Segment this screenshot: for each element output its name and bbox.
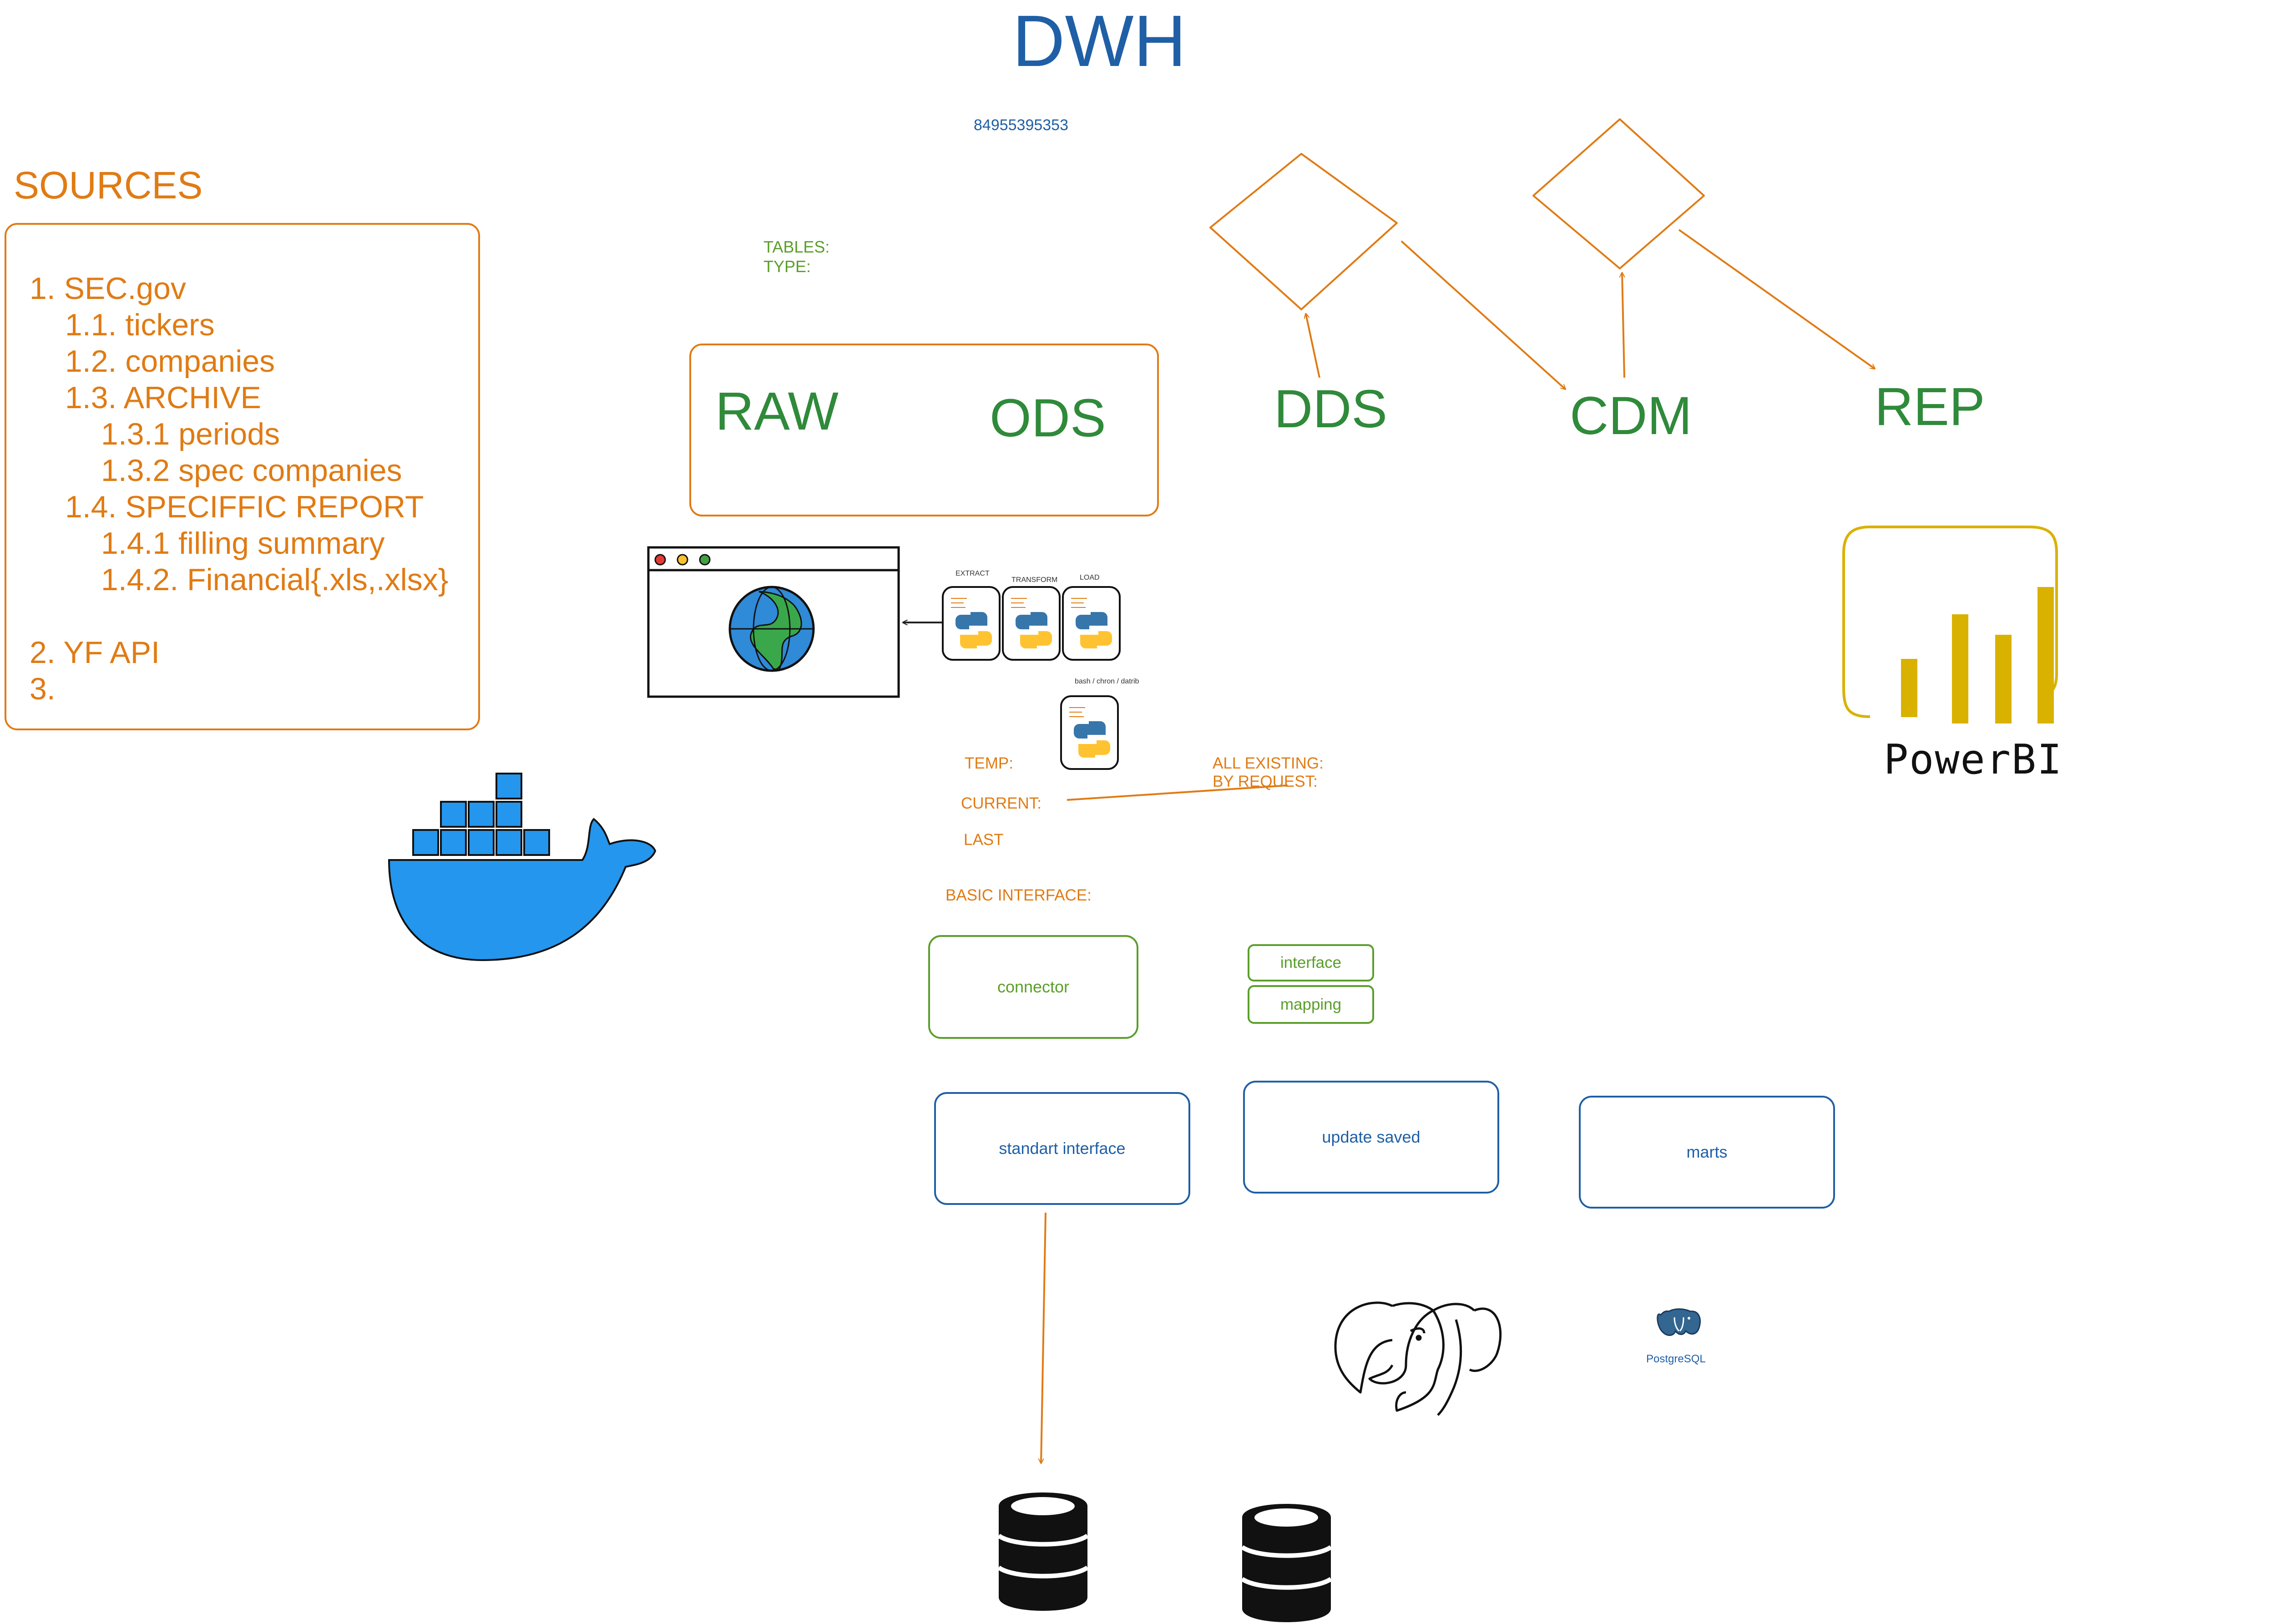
dds-to-cdm-arrow [1400, 240, 1565, 389]
phone-number: 84955395353 [974, 116, 1069, 134]
postgres-elephant-icon [1334, 1301, 1502, 1416]
database-icon [997, 1492, 1089, 1611]
update-saved-label: update saved [1322, 1128, 1421, 1146]
tables-label: TABLES: [763, 238, 830, 256]
by-request-label: BY REQUEST: [1213, 773, 1318, 790]
source-item: 1.3.2 spec companies [101, 453, 402, 488]
marts-label: marts [1686, 1143, 1728, 1161]
docker-whale-icon [388, 773, 657, 961]
scheduler-label: bash / chron / datrib [1075, 678, 1139, 685]
marts-box: marts [1579, 1096, 1835, 1209]
extract-label: EXTRACT [956, 570, 990, 577]
source-item: 3. [30, 672, 56, 706]
type-label: TYPE: [763, 257, 811, 276]
source-item: 1.3. ARCHIVE [65, 380, 261, 415]
source-item: 1.3.1 periods [101, 417, 280, 451]
browser-globe-icon [647, 546, 900, 698]
source-item: 1.4. SPECIFFIC REPORT [65, 490, 424, 524]
connector-label: connector [997, 977, 1070, 996]
source-item: 2. YF API [30, 635, 160, 670]
sources-box [5, 223, 480, 730]
page-title: DWH [1012, 0, 1187, 81]
dds-up-arrow [1306, 314, 1320, 378]
postgresql-label: PostgreSQL [1646, 1353, 1706, 1365]
ods-layer-label: ODS [990, 388, 1106, 448]
extract-python-card [942, 586, 1001, 661]
transform-python-card [1002, 586, 1061, 661]
temp-label: TEMP: [965, 754, 1013, 772]
dds-layer-label: DDS [1274, 379, 1388, 439]
scheduler-python-card [1060, 695, 1119, 770]
postgresql-logo-icon [1657, 1308, 1701, 1336]
current-label: CURRENT: [961, 794, 1041, 812]
transform-label: TRANSFORM [1011, 576, 1058, 584]
cdm-up-arrow [1622, 273, 1625, 378]
database-icon [1241, 1504, 1332, 1622]
update-saved-box: update saved [1243, 1081, 1499, 1194]
current-connector-line [1067, 784, 1288, 801]
connector-box: connector [928, 935, 1138, 1039]
interface-label: interface [1280, 954, 1342, 971]
standart-interface-label: standart interface [999, 1139, 1126, 1158]
source-item: 1. SEC.gov [30, 271, 186, 306]
powerbi-icon [1842, 526, 2058, 723]
load-python-card [1062, 586, 1121, 661]
raw-layer-label: RAW [715, 381, 839, 441]
powerbi-label: PowerBI [1884, 736, 2063, 784]
source-item: 1.1. tickers [65, 308, 215, 342]
source-item: 1.4.1 filling summary [101, 526, 385, 561]
dds-diamond [1209, 153, 1398, 310]
basic-interface-label: BASIC INTERFACE: [945, 886, 1092, 904]
standart-interface-box: standart interface [934, 1092, 1190, 1205]
cdm-layer-label: CDM [1570, 386, 1692, 446]
raw-ods-box [689, 344, 1159, 516]
all-existing-label: ALL EXISTING: [1213, 754, 1324, 772]
sources-heading: SOURCES [14, 164, 203, 207]
mapping-label: mapping [1280, 995, 1342, 1013]
rep-layer-label: REP [1875, 377, 1985, 437]
mapping-box: mapping [1248, 985, 1374, 1024]
source-item: 1.2. companies [65, 344, 275, 379]
interface-box: interface [1248, 944, 1374, 981]
interface-to-db-arrow [1041, 1212, 1046, 1463]
cdm-to-rep-arrow [1678, 229, 1875, 369]
source-item: 1.4.2. Financial{.xls,.xlsx} [101, 562, 449, 597]
load-label: LOAD [1080, 574, 1100, 582]
cdm-diamond [1532, 118, 1705, 269]
last-label: LAST [964, 831, 1004, 849]
